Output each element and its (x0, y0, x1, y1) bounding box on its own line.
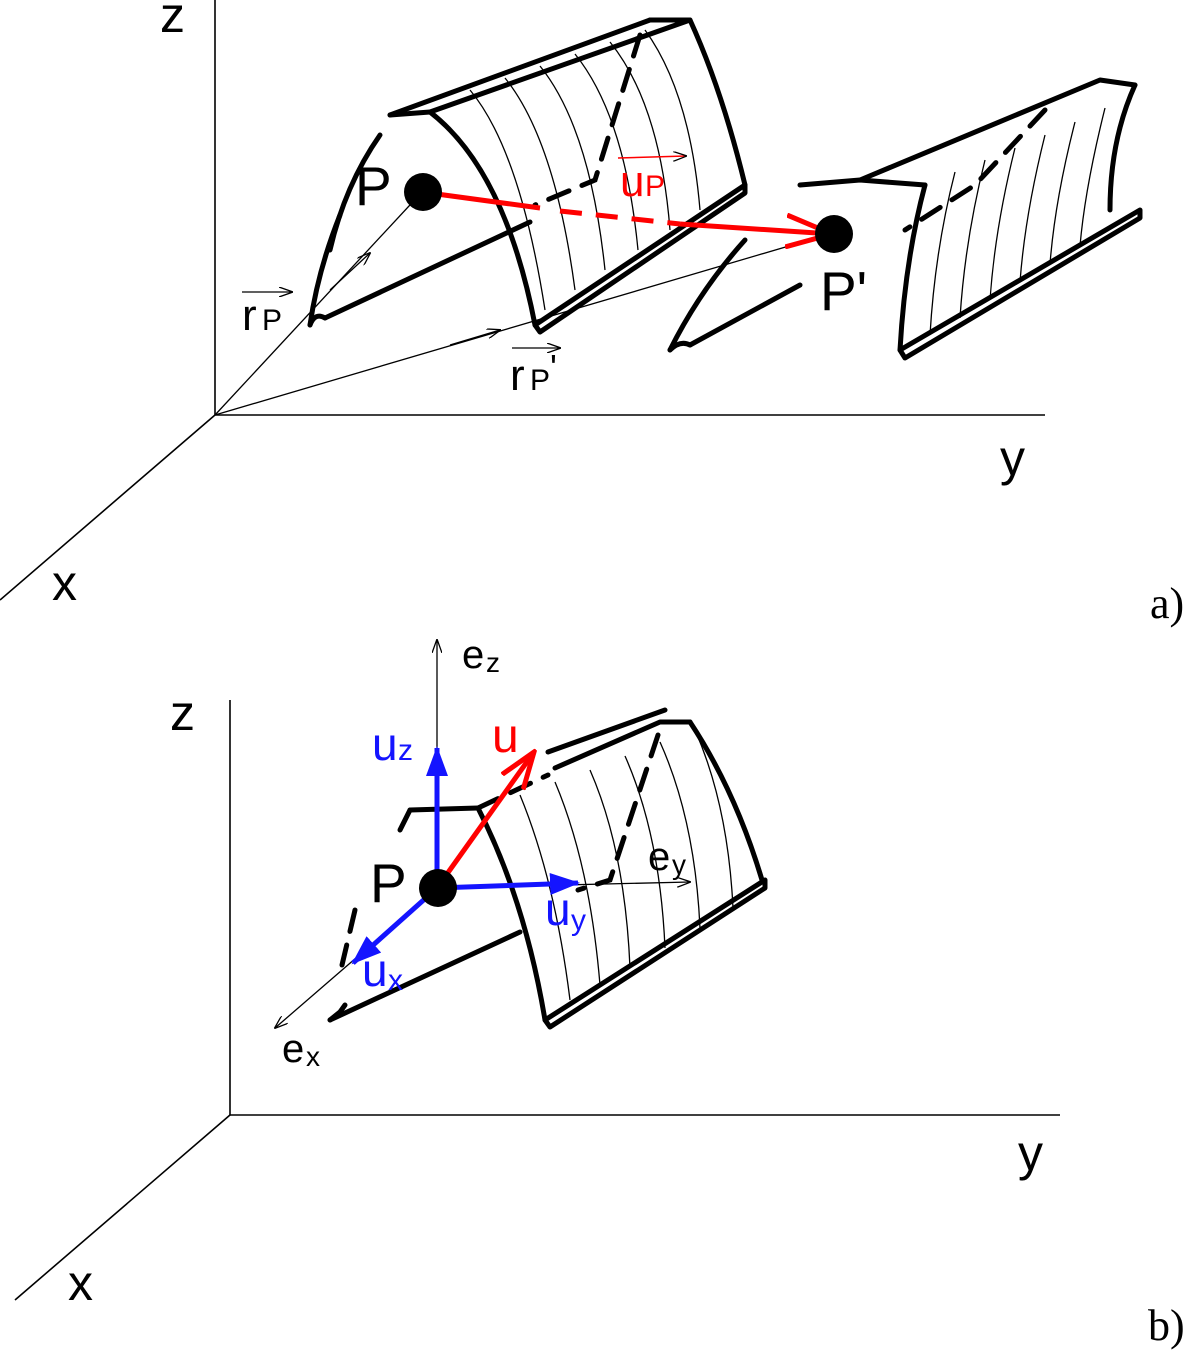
svg-text:P: P (645, 170, 665, 203)
x-axis (14, 1114, 231, 1301)
hidden-edge (902, 107, 1048, 233)
svg-text:': ' (550, 347, 557, 388)
label-rp: r P (242, 291, 292, 340)
svg-text:e: e (648, 835, 670, 879)
vector-u-label: u (492, 710, 519, 763)
surface-hatching (929, 107, 1106, 336)
axis-z-label: z (170, 685, 195, 741)
trough-back-curve (1107, 82, 1138, 213)
svg-text:x: x (388, 964, 403, 997)
label-rp-prime: r P ' (510, 347, 560, 400)
label-ex: e x (282, 1027, 320, 1072)
axis-y-label: y (1000, 430, 1025, 486)
panel-b-label: b) (1148, 1301, 1185, 1350)
surface-hatching (469, 29, 701, 311)
trough-top-edge (857, 77, 1138, 183)
label-uy: u y (545, 883, 586, 937)
trough-bottom-lip (532, 182, 748, 335)
trough-front-curve (475, 805, 548, 1023)
svg-text:P: P (262, 304, 282, 337)
label-ey: e y (648, 835, 686, 880)
trough-surface-b (327, 707, 768, 1030)
trough-top-edge (552, 719, 693, 771)
vector-up-dashed (559, 208, 681, 227)
x-axis (0, 414, 216, 601)
svg-text:z: z (486, 647, 500, 678)
label-up: u P (617, 156, 686, 206)
label-ux: u x (362, 944, 403, 997)
trough-edge (307, 212, 343, 328)
svg-text:u: u (620, 157, 644, 206)
component-ux-arrow (351, 886, 439, 965)
trough-top-edge (545, 707, 668, 755)
vector-rp-prime-line (214, 232, 834, 416)
trough-edge (667, 340, 693, 353)
trough-base-line (322, 219, 533, 321)
trough-surface-p (307, 17, 748, 335)
trough-back-curve (647, 17, 748, 188)
axis-z-label: z (160, 0, 185, 43)
vector-u-arrow (434, 752, 534, 890)
svg-text:P: P (530, 364, 550, 397)
axes-b (14, 700, 1060, 1301)
trough-top-edge (427, 17, 693, 115)
overarrow (617, 156, 686, 158)
trough-base-line (687, 282, 803, 348)
point-p-dot (419, 869, 457, 907)
trough-front-curve (387, 109, 538, 328)
svg-text:r: r (510, 351, 525, 400)
svg-text:r: r (242, 291, 257, 340)
svg-text:y: y (672, 849, 686, 880)
svg-text:e: e (282, 1027, 304, 1071)
trough-bottom-lip (897, 207, 1143, 361)
hidden-edge (475, 772, 551, 811)
axis-x-label: x (68, 1255, 93, 1311)
vector-rp-arrowhead (329, 253, 370, 291)
surface-hatching (519, 729, 734, 1001)
point-p-label: P (355, 155, 392, 217)
trough-top-front (407, 805, 481, 813)
axis-x-label: x (52, 555, 77, 611)
panel-b: z y x P u u z u y u x e z e y e x b) (14, 633, 1185, 1350)
panel-a-label: a) (1150, 579, 1184, 628)
trough-edge (397, 807, 413, 833)
vector-rp-line (214, 191, 423, 416)
svg-text:e: e (462, 633, 484, 677)
trough-back-curve (687, 719, 765, 883)
point-p-dot (404, 173, 442, 211)
point-p-prime-label: P' (820, 260, 867, 322)
trough-base-line (327, 929, 523, 1023)
vector-up-arrow (679, 224, 832, 234)
label-uz: u z (372, 718, 413, 770)
svg-text:u: u (372, 718, 398, 770)
component-uy-arrow (436, 872, 580, 895)
trough-front-curve (897, 182, 928, 353)
vector-rp-prime-arrowhead (449, 330, 500, 346)
hidden-edge (339, 907, 358, 968)
axis-y-label: y (1018, 1125, 1043, 1181)
trough-bottom-lip (542, 877, 768, 1030)
svg-text:x: x (306, 1041, 320, 1072)
svg-text:u: u (362, 944, 388, 996)
svg-text:z: z (398, 734, 413, 767)
point-p-prime-dot (815, 215, 853, 253)
panel-a: z y x P P' r P r P ' u P a) (0, 0, 1184, 628)
trough-edge (667, 237, 748, 353)
point-p-label: P (370, 852, 407, 914)
label-ez: e z (462, 633, 500, 678)
hidden-edge (575, 732, 661, 893)
axes-a (0, 0, 1045, 601)
hidden-edge (532, 32, 643, 208)
trough-top-edge (387, 17, 653, 118)
svg-text:u: u (545, 883, 571, 935)
svg-text:y: y (571, 904, 586, 937)
trough-surface-p-prime (667, 77, 1143, 361)
